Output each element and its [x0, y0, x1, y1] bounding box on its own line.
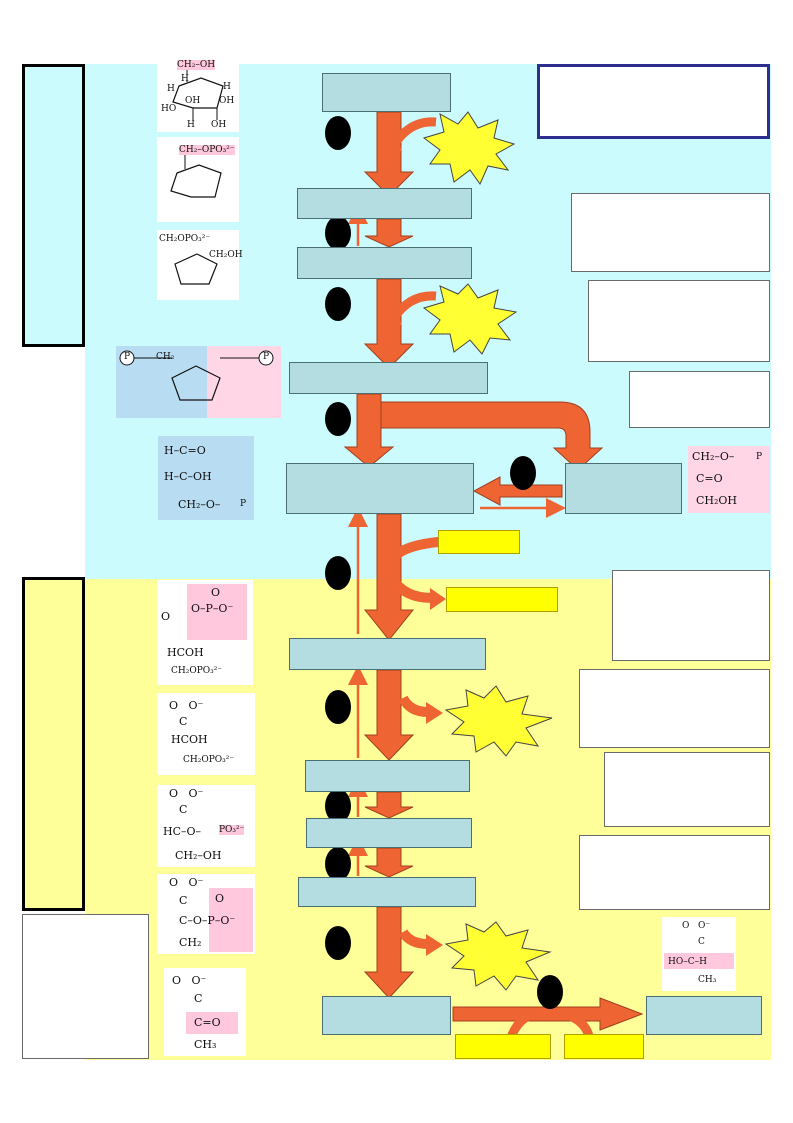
- step-number-dot: [325, 926, 351, 960]
- structure-glyceraldehyde-3-phosphate: H–C=O H–C–OH CH₂–O– P: [158, 436, 254, 520]
- enzyme-note-2: [588, 280, 770, 362]
- structure-2-phosphoglycerate: O O⁻ C HC–O– PO₃²⁻ CH₂–OH: [157, 785, 255, 867]
- step-number-dot: [325, 216, 351, 250]
- starburst-icon: [422, 283, 518, 355]
- structure-lactate: O O⁻ C HO–C–H CH₃: [662, 917, 736, 991]
- phase-two-bracket: [22, 577, 85, 911]
- structure-1-3-bisphosphoglycerate: O O–P–O⁻ O HCOH CH₂OPO₃²⁻: [157, 580, 253, 685]
- node-fructose-6-phosphate: [297, 247, 472, 279]
- node-lactate: [646, 996, 762, 1035]
- enzyme-note-4: [612, 570, 770, 661]
- enzyme-note-5: [579, 669, 770, 748]
- structure-fructose-1-6-bisphosphate: P CH₂ P: [116, 346, 281, 418]
- down-arrow-8: [364, 847, 414, 878]
- structure-glucose-6-phosphate: CH₂–OPO₃²⁻: [157, 137, 239, 222]
- enzyme-note-1: [571, 193, 770, 272]
- structure-dihydroxyacetone-phosphate: CH₂–O– P C=O CH₂OH: [688, 446, 770, 513]
- enzyme-note-3: [629, 371, 770, 428]
- branch-arrow: [380, 401, 604, 471]
- step-number-dot: [537, 975, 563, 1009]
- enzyme-note-7: [579, 835, 770, 910]
- node-dihydroxyacetone-phosphate: [565, 463, 682, 514]
- side-arrow-icon: [398, 695, 429, 717]
- step-number-dot: [325, 847, 351, 881]
- structure-glucose: CH₂–OH H H OH H OH HO H OH: [157, 58, 239, 132]
- curved-arrow-icon: [385, 537, 443, 603]
- step-number-dot: [325, 402, 351, 436]
- structure-3-phosphoglycerate: O O⁻ C HCOH CH₂OPO₃²⁻: [157, 693, 255, 775]
- cofactor-label-nadh-2: [455, 1034, 551, 1059]
- step-number-dot: [325, 287, 351, 321]
- step-number-dot: [325, 690, 351, 724]
- down-arrow-9: [363, 906, 415, 999]
- node-1-3-bisphosphoglycerate: [289, 638, 486, 670]
- furanose-ring: [174, 253, 218, 285]
- legend-box: [22, 914, 149, 1059]
- pyranose-ring: [170, 153, 222, 198]
- furanose-ring: [119, 350, 274, 401]
- down-arrow-3: [363, 278, 415, 369]
- down-arrow-1: [363, 111, 415, 197]
- structure-pyruvate: O O⁻ C C=O CH₃: [164, 968, 246, 1056]
- step-number-dot: [325, 116, 351, 150]
- side-arrow-icon: [398, 929, 429, 949]
- curved-arrow-icon: [505, 1007, 595, 1042]
- step-number-dot: [325, 556, 351, 590]
- node-glucose: [322, 73, 451, 112]
- down-arrow-6: [363, 669, 415, 761]
- down-arrow-2: [364, 218, 414, 248]
- starburst-icon: [422, 111, 516, 186]
- cofactor-label-nad-2: [564, 1034, 644, 1059]
- node-pyruvate: [322, 996, 451, 1035]
- isomerase-arrow-left: [472, 476, 563, 506]
- cofactor-label-nad: [438, 530, 520, 554]
- node-glucose-6-phosphate: [297, 188, 472, 219]
- phase-one-bracket: [22, 64, 85, 347]
- enzyme-note-6: [604, 752, 770, 827]
- down-arrow-7: [364, 791, 414, 819]
- node-glyceraldehyde-3-phosphate: [286, 463, 474, 514]
- starburst-icon: [444, 921, 552, 991]
- step-number-dot: [510, 456, 536, 490]
- node-3-phosphoglycerate: [305, 760, 470, 792]
- starburst-icon: [444, 685, 553, 757]
- node-phosphoenolpyruvate: [298, 877, 476, 907]
- glucose-ch2oh: CH₂–OH: [177, 60, 216, 70]
- title-box: [537, 64, 770, 139]
- pyranose-ring: [172, 68, 224, 120]
- structure-fructose-6-phosphate: CH₂OPO₃²⁻ CH₂OH: [157, 230, 243, 300]
- step-number-dot: [325, 789, 351, 823]
- g6p-phosphate: CH₂–OPO₃²⁻: [179, 145, 235, 155]
- node-2-phosphoglycerate: [306, 818, 472, 848]
- structure-phosphoenolpyruvate: O O⁻ O C C–O–P–O⁻ CH₂: [157, 874, 255, 954]
- cofactor-label-nadh: [446, 587, 558, 612]
- node-fructose-1-6-bisphosphate: [289, 362, 488, 394]
